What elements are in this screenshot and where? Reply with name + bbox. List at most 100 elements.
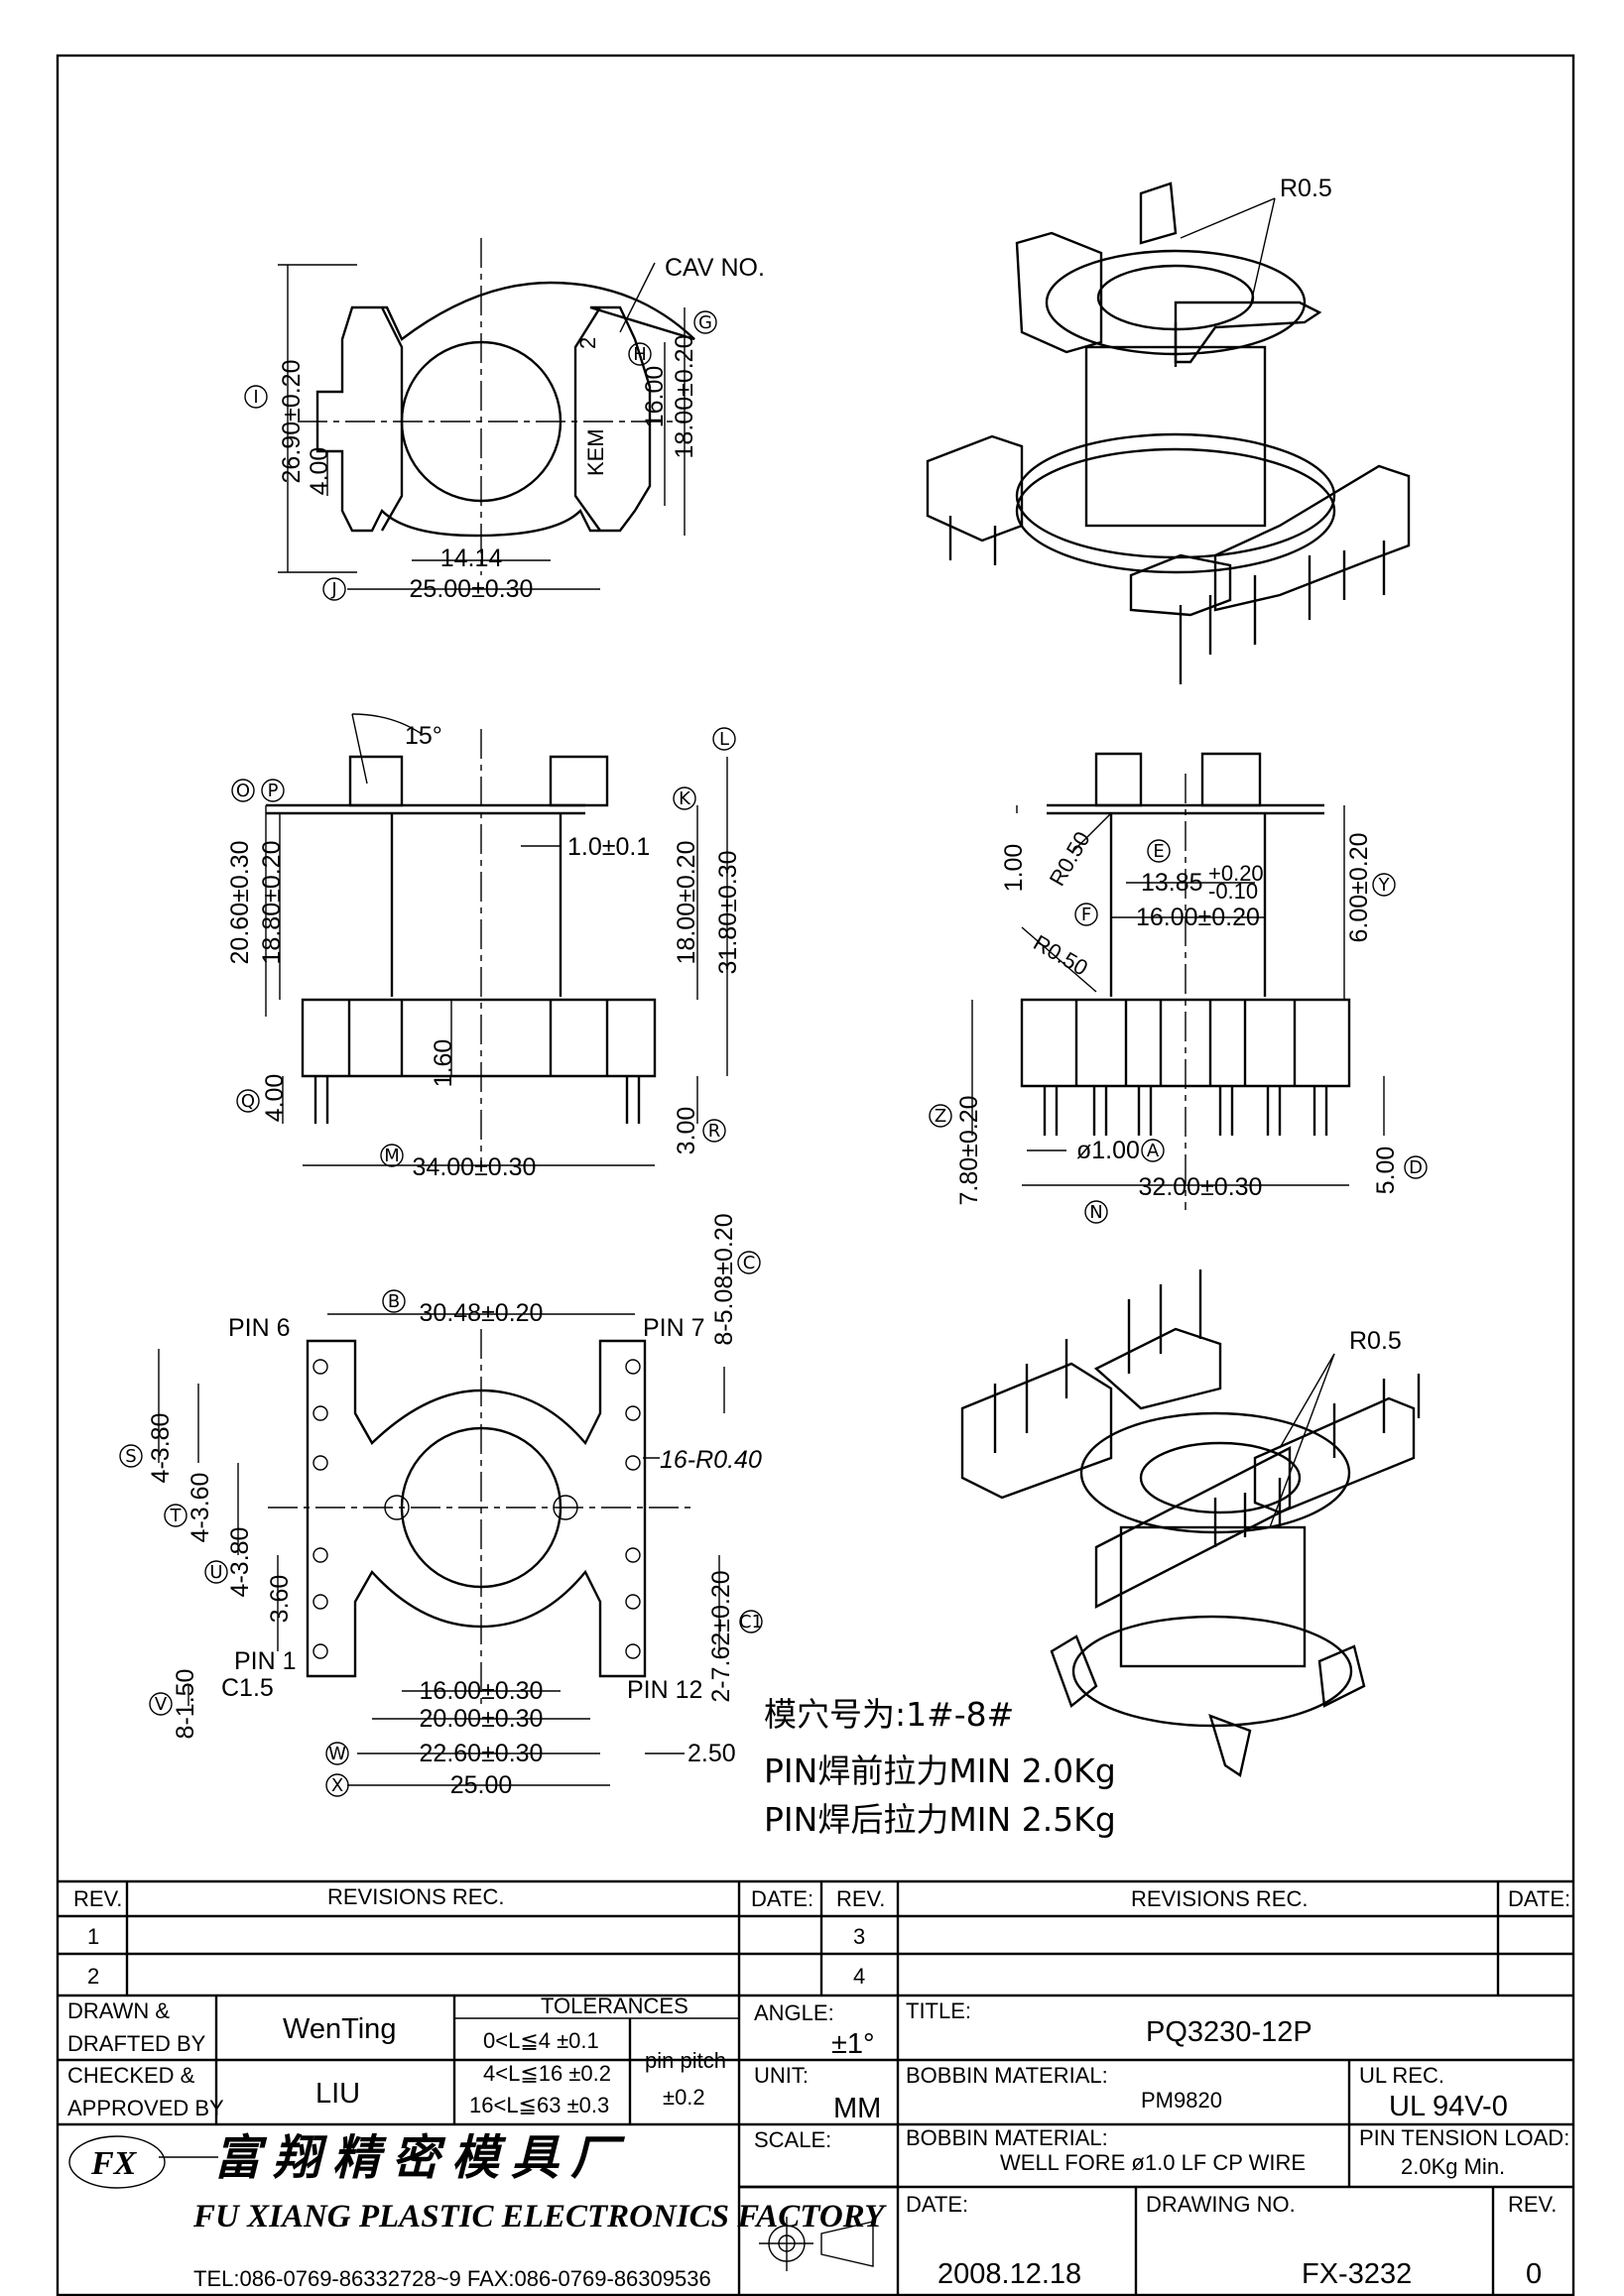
marker-B: B — [382, 1289, 406, 1313]
iso-view-top: R0.5 — [926, 175, 1411, 684]
drawing-no-value: FX-3232 — [1302, 2258, 1412, 2290]
marker-M: M — [380, 1144, 404, 1167]
unit-label: UNIT: — [754, 2063, 809, 2088]
checked-label-2: APPROVED BY — [67, 2096, 224, 2120]
company-logo: FX — [68, 2135, 218, 2189]
marker-Y: Y — [1372, 873, 1396, 897]
svg-text:N: N — [1089, 1202, 1102, 1223]
angle-value: ±1° — [831, 2028, 875, 2060]
svg-text:R: R — [708, 1121, 721, 1142]
bobbin-material-value: PM9820 — [1141, 2088, 1222, 2113]
dim-16-00-side: 16.00±0.20 — [1136, 904, 1260, 931]
marker-Q: Q — [236, 1089, 260, 1113]
svg-text:E: E — [1153, 841, 1164, 862]
rev-header-right: REV. — [836, 1886, 885, 1911]
svg-text:T: T — [170, 1506, 183, 1526]
marker-L: L — [712, 727, 736, 751]
note-cavity: 模穴号为:1#-8# — [764, 1695, 1014, 1734]
dim-1-0: 1.0±0.1 — [567, 833, 650, 861]
top-view-left-rib — [380, 306, 404, 532]
dim-5-00: 5.00 — [1372, 1147, 1400, 1195]
dim-18-00-front: 18.00±0.20 — [673, 841, 700, 965]
svg-text:A: A — [1147, 1141, 1160, 1161]
dim-4-3-80-b: 4-3.80 — [226, 1527, 254, 1598]
date-value: 2008.12.18 — [937, 2258, 1081, 2290]
cav-no-label: CAV NO. — [665, 254, 765, 282]
dim-13-85-minus: -0.10 — [1208, 879, 1258, 904]
unit-value: MM — [833, 2093, 881, 2124]
rev-row-3: 3 — [853, 1924, 865, 1949]
pin-tension-label: PIN TENSION LOAD: — [1359, 2125, 1569, 2150]
svg-text:H: H — [633, 344, 647, 365]
svg-text:G: G — [698, 312, 712, 333]
dim-32-00: 32.00±0.30 — [1139, 1173, 1263, 1201]
marker-H: H — [628, 342, 652, 366]
dim-16-r0-40: 16-R0.40 — [660, 1446, 762, 1474]
date-header-right: DATE: — [1508, 1886, 1570, 1911]
dim-31-80: 31.80±0.30 — [714, 851, 742, 975]
svg-text:S: S — [125, 1446, 136, 1467]
pin-pitch-label: pin pitch — [645, 2048, 726, 2073]
marker-A: A — [1141, 1139, 1165, 1162]
dim-18-00: 18.00±0.20 — [671, 335, 698, 459]
iso-top-r-label: R0.5 — [1280, 175, 1332, 202]
rev-row-2: 2 — [87, 1964, 99, 1989]
cav-number: 2 — [575, 337, 600, 349]
marker-I: I — [244, 385, 268, 409]
svg-text:P: P — [268, 781, 279, 801]
marker-R: R — [702, 1119, 726, 1143]
dim-20-00: 20.00±0.30 — [420, 1705, 544, 1733]
marker-G: G — [693, 310, 717, 334]
svg-text:M: M — [384, 1146, 400, 1166]
date-header: DATE: — [751, 1886, 813, 1911]
top-view: 26.90±0.20 4.00 16.00 18.00±0.20 14.14 2… — [244, 238, 765, 603]
svg-text:D: D — [1409, 1157, 1423, 1178]
marker-D: D — [1404, 1155, 1428, 1179]
rev-value: 0 — [1526, 2258, 1542, 2290]
bobbin-material-label: BOBBIN MATERIAL: — [906, 2063, 1108, 2088]
bobbin-material-value-2: WELL FORE ø1.0 LF CP WIRE — [1000, 2150, 1306, 2175]
pin-6-label: PIN 6 — [228, 1314, 291, 1342]
scale-label: SCALE: — [754, 2127, 831, 2152]
revisions-header-right: REVISIONS REC. — [1131, 1886, 1308, 1911]
svg-text:Y: Y — [1378, 875, 1391, 896]
dim-25-00-bottom: 25.00 — [450, 1771, 513, 1799]
tolerances-label: TOLERANCES — [541, 1994, 688, 2018]
svg-text:O: O — [236, 781, 250, 801]
marker-P: P — [261, 779, 285, 802]
bobbin-material-label-2: BOBBIN MATERIAL: — [906, 2125, 1108, 2150]
marker-C: C — [737, 1251, 761, 1274]
marker-F: F — [1074, 903, 1098, 926]
dim-8-1-50: 8-1.50 — [172, 1669, 199, 1740]
dim-25-00: 25.00±0.30 — [410, 575, 534, 603]
title-block: REV. REVISIONS REC. DATE: REV. REVISIONS… — [58, 1879, 1573, 2295]
dim-22-60: 22.60±0.30 — [420, 1740, 544, 1767]
marker-N: N — [1084, 1200, 1108, 1224]
company-tel: TEL:086-0769-86332728~9 FAX:086-0769-863… — [193, 2266, 711, 2291]
bottom-view: 30.48±0.20 8-5.08±0.20 4-3.80 4-3.60 4-3… — [119, 1213, 763, 1799]
angle-label: ANGLE: — [754, 2000, 834, 2025]
dim-4-3-80-a: 4-3.80 — [147, 1413, 175, 1484]
marker-U: U — [204, 1560, 228, 1584]
dim-18-80: 18.80±0.20 — [258, 841, 286, 965]
dim-c1-5: C1.5 — [221, 1674, 274, 1702]
svg-text:L: L — [719, 729, 729, 750]
dim-30-48: 30.48±0.20 — [420, 1299, 544, 1327]
front-view: 15° 20.60±0.30 18.80±0.20 1.0±0.1 18.00±… — [226, 713, 742, 1181]
dim-dia-1-00: ø1.00 — [1076, 1137, 1140, 1164]
svg-text:F: F — [1081, 905, 1091, 925]
ul-label: UL REC. — [1359, 2063, 1444, 2088]
checked-by: LIU — [315, 2078, 360, 2110]
drawn-by: WenTing — [283, 2013, 396, 2045]
pin-pitch-value: ±0.2 — [663, 2085, 705, 2110]
drawn-label-2: DRAFTED BY — [67, 2031, 206, 2056]
date-label: DATE: — [906, 2192, 968, 2217]
dim-7-80: 7.80±0.20 — [955, 1095, 983, 1205]
projection-symbol — [759, 2217, 874, 2271]
svg-text:I: I — [253, 387, 258, 408]
svg-text:K: K — [679, 788, 691, 809]
rev-header: REV. — [73, 1886, 122, 1911]
dim-14-14: 14.14 — [440, 544, 503, 572]
marker-W: W — [325, 1742, 349, 1765]
svg-text:X: X — [331, 1775, 343, 1796]
